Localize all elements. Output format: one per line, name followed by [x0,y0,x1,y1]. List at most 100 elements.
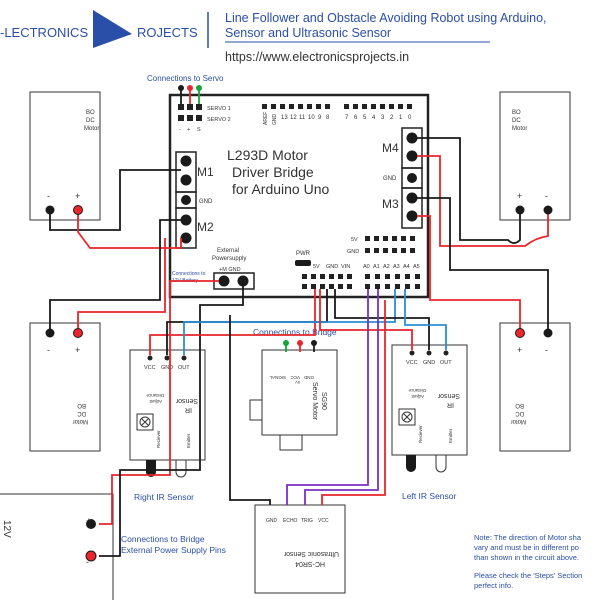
wire-ultrasonic-gnd [229,315,271,505]
motor-label: DC [515,410,524,416]
wire-motor-bl-pos [77,238,166,333]
power-pin-label: VIN [341,264,350,270]
ir-pin-label: GND [161,365,173,371]
gnd-label: GND [347,249,359,255]
ir-adjust-label: Distance [408,388,426,393]
terminal-screw [406,132,418,144]
servo-pin-label: S [197,127,201,133]
ultrasonic-pin-label: TRIG [301,518,313,524]
pwr-jumper [295,260,311,266]
motor-terminal-dot [45,328,55,338]
terminal-screw [218,275,230,287]
battery-connection-label-line1: Connections to [172,271,206,277]
terminal-screw [180,155,192,167]
motor-label: DC [86,118,95,124]
motor-terminal-dot [73,205,83,215]
logo-triangle-icon [93,10,132,48]
pin-label: 2 [390,115,394,121]
motor-body [29,322,101,452]
pin-label: 12 [290,115,297,121]
pin-label: 1 [399,115,403,121]
motor-top-right: BO DC Motor + - [499,91,571,221]
terminal-screw [407,173,417,183]
motor-body [499,322,571,452]
ir-pin-label: OUT [440,360,452,366]
battery-label-line1: Connections to Bridge [121,534,205,544]
motor-label: DC [512,118,521,124]
ultrasonic-pin-label: VCC [318,518,329,524]
digital-header: AREF GND 13 12 11 10 9 8 7 6 5 4 3 2 1 0 [262,104,412,125]
gnd-pin-label: GND [272,114,278,126]
servo-pin-label: + [187,127,190,133]
ir-pin-label: OUT [178,365,190,371]
analog-pin-label: A1 [373,264,380,270]
m3-terminal [401,187,423,229]
servo-name-line1: SG90 [320,392,327,410]
pin-label: 8 [326,115,330,121]
motor-label: Motor [511,418,526,424]
analog-pin-label: A5 [413,264,420,270]
ir-emitter-led-icon [435,454,447,473]
ext-power-label-line1: External [217,248,239,254]
motor-body [499,91,571,221]
wire-ir-left-vcc [319,289,413,350]
terminal-screw [406,210,418,222]
ir-sensor-name: Sensor [437,392,460,399]
ir-pin-label: VCC [144,365,156,371]
ir-pin [409,350,415,356]
servo1-label: SERVO 1 [207,106,231,112]
ir-pin-label: GND [423,360,435,366]
motor-minus-label: - [47,191,50,201]
pin-label: 7 [345,115,349,121]
motor-bottom-right: + - Motor DC BO [499,322,571,452]
aref-label: AREF [263,112,269,125]
logo-text-right: ROJECTS [137,25,198,40]
pin-label: 10 [308,115,315,121]
potentiometer-icon [136,413,154,431]
motor-label: Motor [73,418,88,424]
battery-label-line2: External Power Supply Pins [121,545,226,555]
motor-minus-label: - [47,345,50,355]
servo-wire-dot [196,85,202,91]
power-header-right: 5V GND [347,236,415,255]
ext-power-label-line2: Powersupply [212,256,246,262]
battery-terminal-dot [86,519,96,529]
ext-power-pins-label: +M GND [219,267,241,273]
ultrasonic-name-line2: Ultrasonic Sensor [283,550,339,557]
ultrasonic-sensor: GND ECHO TRIG VCC HC-SR04 Ultrasonic Sen… [254,504,346,594]
motor-terminal-dot [515,328,525,338]
pin-label: 4 [372,115,376,121]
ultrasonic-pin-label: ECHO [283,518,298,524]
ir-emitter-label: Emitter [448,428,453,443]
motor-minus-label: - [545,191,548,201]
m4-label: M4 [382,141,399,155]
notes: Note: The direction of Motor sha vary an… [474,533,582,590]
ir-emitter-label: Emitter [186,433,191,448]
servo-pin-suffix: 5V [295,380,300,385]
ir-adjust-label: Adjust [411,394,424,399]
header-title-line1: Line Follower and Obstacle Avoiding Robo… [225,11,547,25]
motor-driver-board: SERVO 1 SERVO 2 - + S AREF GND 13 12 11 … [168,93,430,299]
motor-minus-label: - [545,345,548,355]
connection-dots [45,85,553,562]
motor-terminal-dot [515,205,525,215]
analog-pin-label: A2 [383,264,390,270]
ir-sensor-name: Sensor [175,397,198,404]
battery-12v: 12V + - Connections to Bridge External P… [0,493,226,600]
servo-mount-left [249,399,262,421]
driver-title-line2: Driver Bridge [232,164,314,180]
header: -LECTRONICS ROJECTS Line Follower and Ob… [0,10,547,64]
left-ir-sensor-label: Left IR Sensor [402,491,457,501]
servo-header: SERVO 1 SERVO 2 - + S [178,104,231,133]
servo-connections-label: Connections to Servo [147,74,224,83]
header-title-line2: Sensor and Ultrasonic Sensor [225,26,391,40]
gnd-terminal-label: GND [383,176,397,182]
wire-motor-tr-neg [417,137,521,244]
servo-pin-label: - [179,127,181,133]
wire-motor-br-pos [417,215,521,333]
m2-label: M2 [197,220,214,234]
motor-label: BO [86,110,95,116]
ir-pin-label: VCC [406,360,418,366]
pin-label: 5 [363,115,367,121]
servo-name-line2: Servo Motor [311,382,318,421]
